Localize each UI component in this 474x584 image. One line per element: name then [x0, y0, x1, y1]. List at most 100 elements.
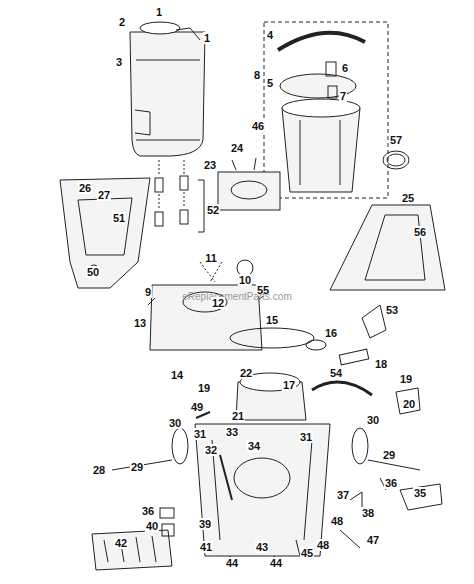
callout-number: 36 — [141, 505, 155, 517]
callout-number: 47 — [366, 534, 380, 546]
callout-number: 37 — [336, 489, 350, 501]
upper-hood — [365, 215, 425, 280]
base-and-wheels — [234, 458, 290, 498]
callout-number: 6 — [341, 62, 349, 74]
solution-tank — [140, 22, 180, 34]
tank-valve-parts — [155, 178, 163, 192]
filter-assembly — [278, 33, 365, 50]
callout-number: 19 — [197, 382, 211, 394]
callout-number: 32 — [204, 444, 218, 456]
solution-tank — [176, 28, 200, 40]
nozzle-cover — [60, 178, 150, 288]
solution-tank — [136, 60, 200, 140]
callout-number: 18 — [374, 358, 388, 370]
seal-ring — [383, 151, 409, 169]
callout-number: 39 — [198, 518, 212, 530]
solution-tank — [135, 110, 150, 135]
callout-number: 49 — [190, 401, 204, 413]
latch-parts — [350, 478, 386, 510]
callout-number: 21 — [231, 410, 245, 422]
filter-assembly — [282, 99, 360, 117]
callout-number: 20 — [402, 398, 416, 410]
base-and-wheels — [352, 428, 368, 464]
callout-number: 23 — [203, 159, 217, 171]
callout-number: 45 — [300, 547, 314, 559]
callout-number: 44 — [269, 557, 283, 569]
brush-roll — [162, 524, 174, 536]
callout-number: 38 — [361, 507, 375, 519]
callout-number: 54 — [329, 367, 343, 379]
callout-number: 36 — [384, 477, 398, 489]
filter-assembly — [264, 22, 388, 198]
latch-parts — [400, 484, 442, 510]
motor — [312, 382, 372, 395]
callout-number: 7 — [339, 90, 347, 102]
callout-number: 48 — [316, 539, 330, 551]
callout-number: 28 — [92, 464, 106, 476]
callout-number: 4 — [266, 29, 274, 41]
seal-ring — [383, 151, 409, 169]
callout-number: 35 — [413, 487, 427, 499]
tank-valve-parts — [159, 160, 184, 210]
callout-number: 30 — [168, 417, 182, 429]
callout-number: 33 — [225, 426, 239, 438]
callout-number: 31 — [193, 428, 207, 440]
motor-cover-plate — [218, 158, 280, 210]
brush-roll — [92, 508, 174, 570]
callout-number: 53 — [385, 304, 399, 316]
callout-number: 50 — [86, 266, 100, 278]
motor-cover-plate — [231, 181, 267, 199]
callout-number: 14 — [170, 369, 184, 381]
callout-number: 15 — [265, 314, 279, 326]
callout-number: 25 — [401, 192, 415, 204]
base-and-wheels — [212, 440, 312, 540]
watermark: eReplacementParts.com — [181, 291, 293, 303]
callout-number: 11 — [204, 252, 218, 264]
callout-number: 5 — [266, 77, 274, 89]
belt-and-clips — [362, 305, 386, 338]
callout-number: 12 — [211, 297, 225, 309]
base-and-wheels — [195, 424, 330, 556]
tank-valve-parts — [180, 176, 188, 190]
base-and-wheels — [172, 428, 188, 464]
callout-number: 52 — [206, 204, 220, 216]
nozzle-cover — [60, 178, 150, 288]
callout-number: 57 — [389, 134, 403, 146]
upper-hood — [330, 205, 445, 290]
callout-number: 2 — [118, 16, 126, 28]
motor — [396, 388, 420, 414]
latch-parts — [230, 530, 360, 562]
nozzle-cover — [78, 198, 132, 255]
callout-number: 56 — [413, 226, 427, 238]
callout-number: 41 — [199, 541, 213, 553]
callout-number: 19 — [399, 373, 413, 385]
callout-number: 26 — [78, 182, 92, 194]
callout-number: 8 — [253, 69, 261, 81]
filter-assembly — [282, 108, 360, 192]
callout-number: 27 — [97, 189, 111, 201]
callout-number: 51 — [112, 212, 126, 224]
callout-number: 9 — [144, 286, 152, 298]
filter-assembly — [326, 62, 336, 76]
brush-roll — [160, 508, 174, 518]
tank-valve-parts — [155, 160, 204, 232]
callout-number: 16 — [324, 327, 338, 339]
belt-and-clips — [230, 305, 386, 350]
callout-number: 40 — [145, 520, 159, 532]
belt-and-clips — [306, 340, 326, 350]
callout-number: 22 — [239, 367, 253, 379]
latch-parts — [230, 478, 442, 562]
callout-number: 44 — [225, 557, 239, 569]
brush-roll — [92, 530, 172, 570]
callout-number: 48 — [330, 515, 344, 527]
callout-number: 24 — [230, 142, 244, 154]
callout-number: 29 — [130, 461, 144, 473]
callout-number: 42 — [114, 537, 128, 549]
filter-assembly — [300, 120, 340, 185]
callout-number: 10 — [238, 274, 252, 286]
seal-ring — [387, 154, 405, 166]
callout-number: 30 — [366, 414, 380, 426]
tank-valve-parts — [155, 212, 163, 226]
callout-number: 1 — [155, 6, 163, 18]
